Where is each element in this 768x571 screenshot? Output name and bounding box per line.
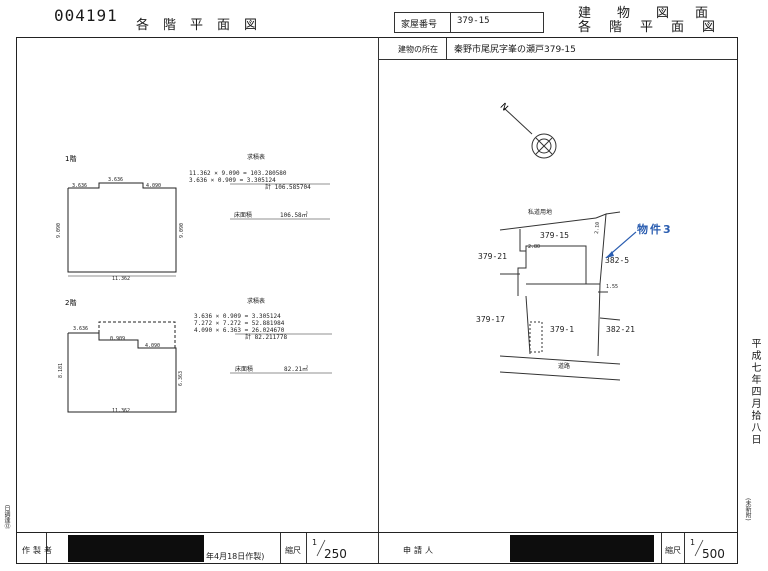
floor2-calc-line-1: 3.636 × 0.909 = 3.305124 [194,313,281,320]
floor2-label: 2階 [65,298,76,307]
floor2-calc-line-4: 計 82.211778 [245,333,288,341]
floor2-calc-line-3: 4.090 × 6.363 = 26.024670 [194,327,285,334]
applicant-label: 申請人 [403,546,436,555]
page-title-right-line1: 建物図面 [578,6,735,21]
floor2-dim-top-left: 3.636 [73,326,88,332]
scale-left-numerator: 1 [312,538,318,547]
maker-date: 年4月18日作製) [206,552,265,561]
site-plan-drawing: N 私道用地 379-15 379-21 382-5 379-17 379-1 … [476,102,637,381]
floor2-dim-right-side: 6.363 [178,371,184,386]
drawing-frame [16,37,738,564]
side-note-right: (未新附) [744,498,751,521]
scale-left-denominator: 250 [324,547,347,561]
floor1-dim-bottom: 11.362 [112,276,130,282]
property-label: 物件3 [637,223,673,236]
page-title-right-line2: 各階平面図 [578,20,734,35]
floor1-dim-left: 9.090 [56,223,62,238]
page-title-left: 各階平面図 [136,18,272,33]
maker-label: 作製者 [22,546,55,555]
floor2-outline [67,332,177,413]
dim-side: 2.10 [594,222,601,235]
redacted-maker [68,535,204,562]
floor1-area-label: 床面積 [234,211,252,219]
house-number-box: 家屋番号 379-15 [394,12,544,33]
location-label: 建物の所在 [398,45,438,54]
lot-379-15: 379-15 [540,231,569,240]
floor1-area-value: 106.58㎡ [280,211,308,219]
document-number: 004191 [54,6,118,25]
side-note-left: 日調達⑫ [3,505,10,529]
floor2-dim-bottom: 11.362 [112,408,130,414]
floor2-dashed-outline [98,321,176,348]
scale-right-slash [694,539,704,557]
floor1-dim-right: 9.090 [179,223,185,238]
floor2-dim-left: 8.181 [58,363,64,378]
house-number-label: 家屋番号 [401,20,438,30]
floor1-label: 1階 [65,154,76,163]
north-label: N [498,102,510,114]
floor2-area-label: 床面積 [235,365,253,373]
road-bottom-label: 道路 [558,362,570,370]
road-top-label: 私道用地 [528,208,552,216]
scale-right-denominator: 500 [702,547,725,561]
floor1-calc-line-1: 11.362 × 9.090 = 103.280580 [189,170,287,177]
location-row: 建物の所在 秦野市尾尻字峯の瀬戸379-15 [378,37,738,60]
date-vertical: 平成七年四月拾八日 [749,338,760,446]
lot-382-21: 382-21 [606,325,635,334]
floor1-dim-top-right: 4.090 [146,183,161,189]
floor1-calc-title: 求積表 [247,153,265,161]
lot-382-5: 382-5 [605,256,629,265]
lot-379-17: 379-17 [476,315,505,324]
dim-bottom: 1.55 [606,284,618,290]
floor2-area-value: 82.21㎡ [284,365,308,373]
floor2-dim-mid: 0.909 [110,336,125,342]
scale-right-numerator: 1 [690,538,696,547]
floor2-calc-line-2: 7.272 × 7.272 = 52.881984 [194,320,285,327]
footer-row: 作製者 年4月18日作製) 縮尺 1 250 申請人 縮尺 1 500 [16,532,738,564]
location-value: 秦野市尾尻字峯の瀬戸379-15 [454,45,576,55]
house-number-value: 379-15 [457,16,490,26]
floor1-dim-top-left: 3.636 [72,183,87,189]
center-divider [378,37,379,532]
floor1-dim-top-mid: 3.636 [108,177,123,183]
floor1-calc-line-3: 計 106.585704 [265,183,311,191]
redacted-applicant [510,535,654,562]
floor-plans-drawing: 1階 3.636 3.636 4.090 9.090 9.090 11.362 … [56,153,332,414]
scale-left-slash [316,539,326,557]
floor2-calc-title: 求積表 [247,297,265,305]
dim-small: 2.80 [528,244,540,250]
scale-label-left: 縮尺 [285,546,301,555]
lot-379-21: 379-21 [478,252,507,261]
floor1-outline [67,182,177,273]
floor2-dim-right: 4.090 [145,343,160,349]
scale-label-right: 縮尺 [665,546,681,555]
north-arrow-icon [503,107,557,159]
floor1-calc-line-2: 3.636 × 0.909 = 3.305124 [189,177,276,184]
lot-379-1: 379-1 [550,325,574,334]
